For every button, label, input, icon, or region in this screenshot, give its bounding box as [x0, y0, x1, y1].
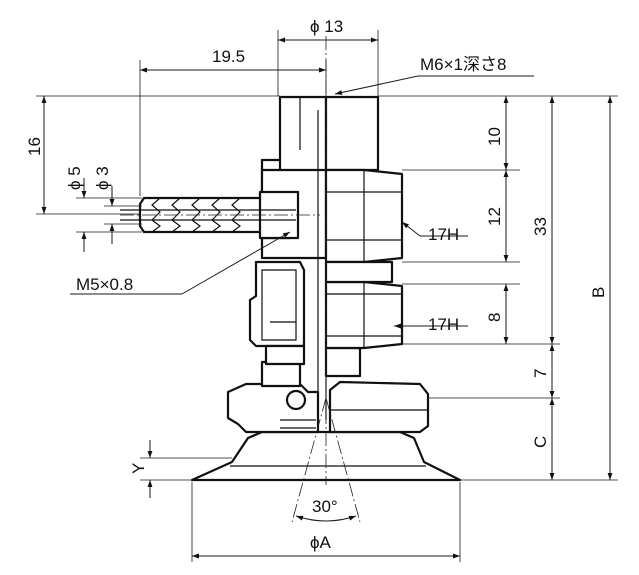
vacuum-pad-body — [120, 95, 462, 482]
label-phi3: ϕ 3 — [93, 166, 112, 190]
label-angle-30: 30° — [312, 497, 338, 516]
label-b: B — [589, 287, 608, 298]
center-lines — [120, 36, 361, 523]
label-19-5: 19.5 — [212, 47, 245, 66]
label-c: C — [531, 436, 550, 448]
label-phi13: ϕ 13 — [310, 17, 343, 36]
dimension-labels: ϕ 13 19.5 M6×1深さ8 16 ϕ 5 ϕ 3 10 12 33 B … — [25, 17, 608, 552]
label-m5-thread: M5×0.8 — [76, 275, 133, 294]
label-8: 8 — [485, 313, 504, 322]
label-hex-upper: 17H — [428, 225, 459, 244]
label-33: 33 — [531, 217, 550, 236]
leader-lines — [70, 75, 534, 329]
label-7: 7 — [531, 369, 550, 378]
label-hex-lower: 17H — [428, 315, 459, 334]
label-m6-thread: M6×1深さ8 — [420, 55, 506, 74]
dimension-lines — [41, 37, 613, 559]
extension-lines — [36, 30, 618, 562]
label-y: Y — [129, 463, 148, 474]
label-phi5: ϕ 5 — [65, 166, 84, 190]
label-phiA: ϕA — [310, 533, 332, 552]
label-12: 12 — [485, 207, 504, 226]
label-16: 16 — [25, 137, 44, 156]
label-10: 10 — [485, 127, 504, 146]
